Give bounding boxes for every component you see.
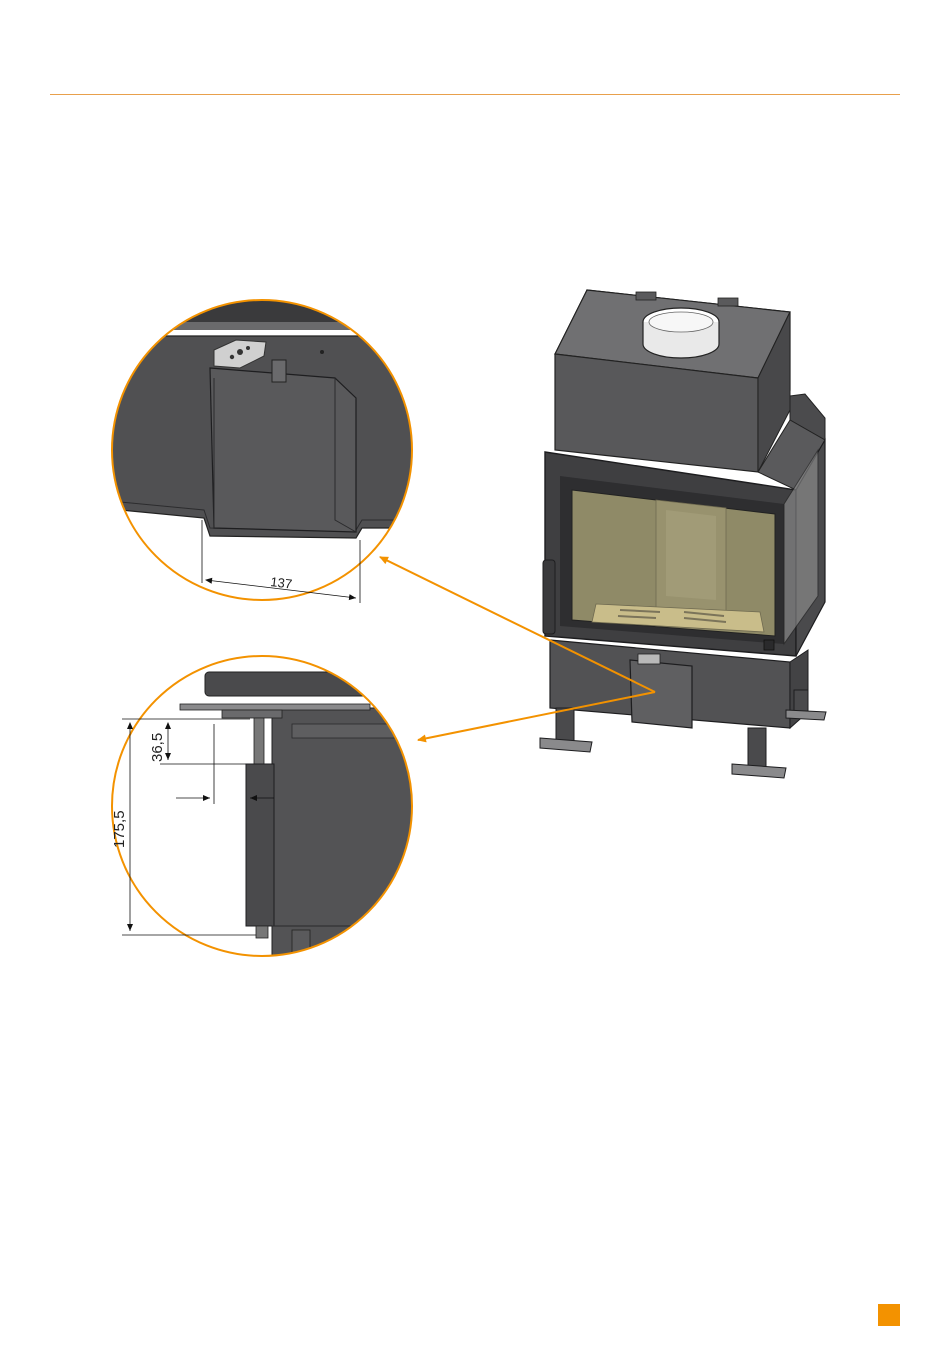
- detail-side-magnifier: [100, 650, 435, 980]
- dimension-height-top-label: 36,5: [149, 733, 166, 762]
- page-marker: [878, 1304, 900, 1326]
- dimension-height-total-label: 175,5: [111, 810, 128, 848]
- dimension-width-label: 137: [270, 574, 293, 591]
- fireplace-insert: [540, 290, 826, 778]
- detail-top-magnifier: [100, 290, 430, 610]
